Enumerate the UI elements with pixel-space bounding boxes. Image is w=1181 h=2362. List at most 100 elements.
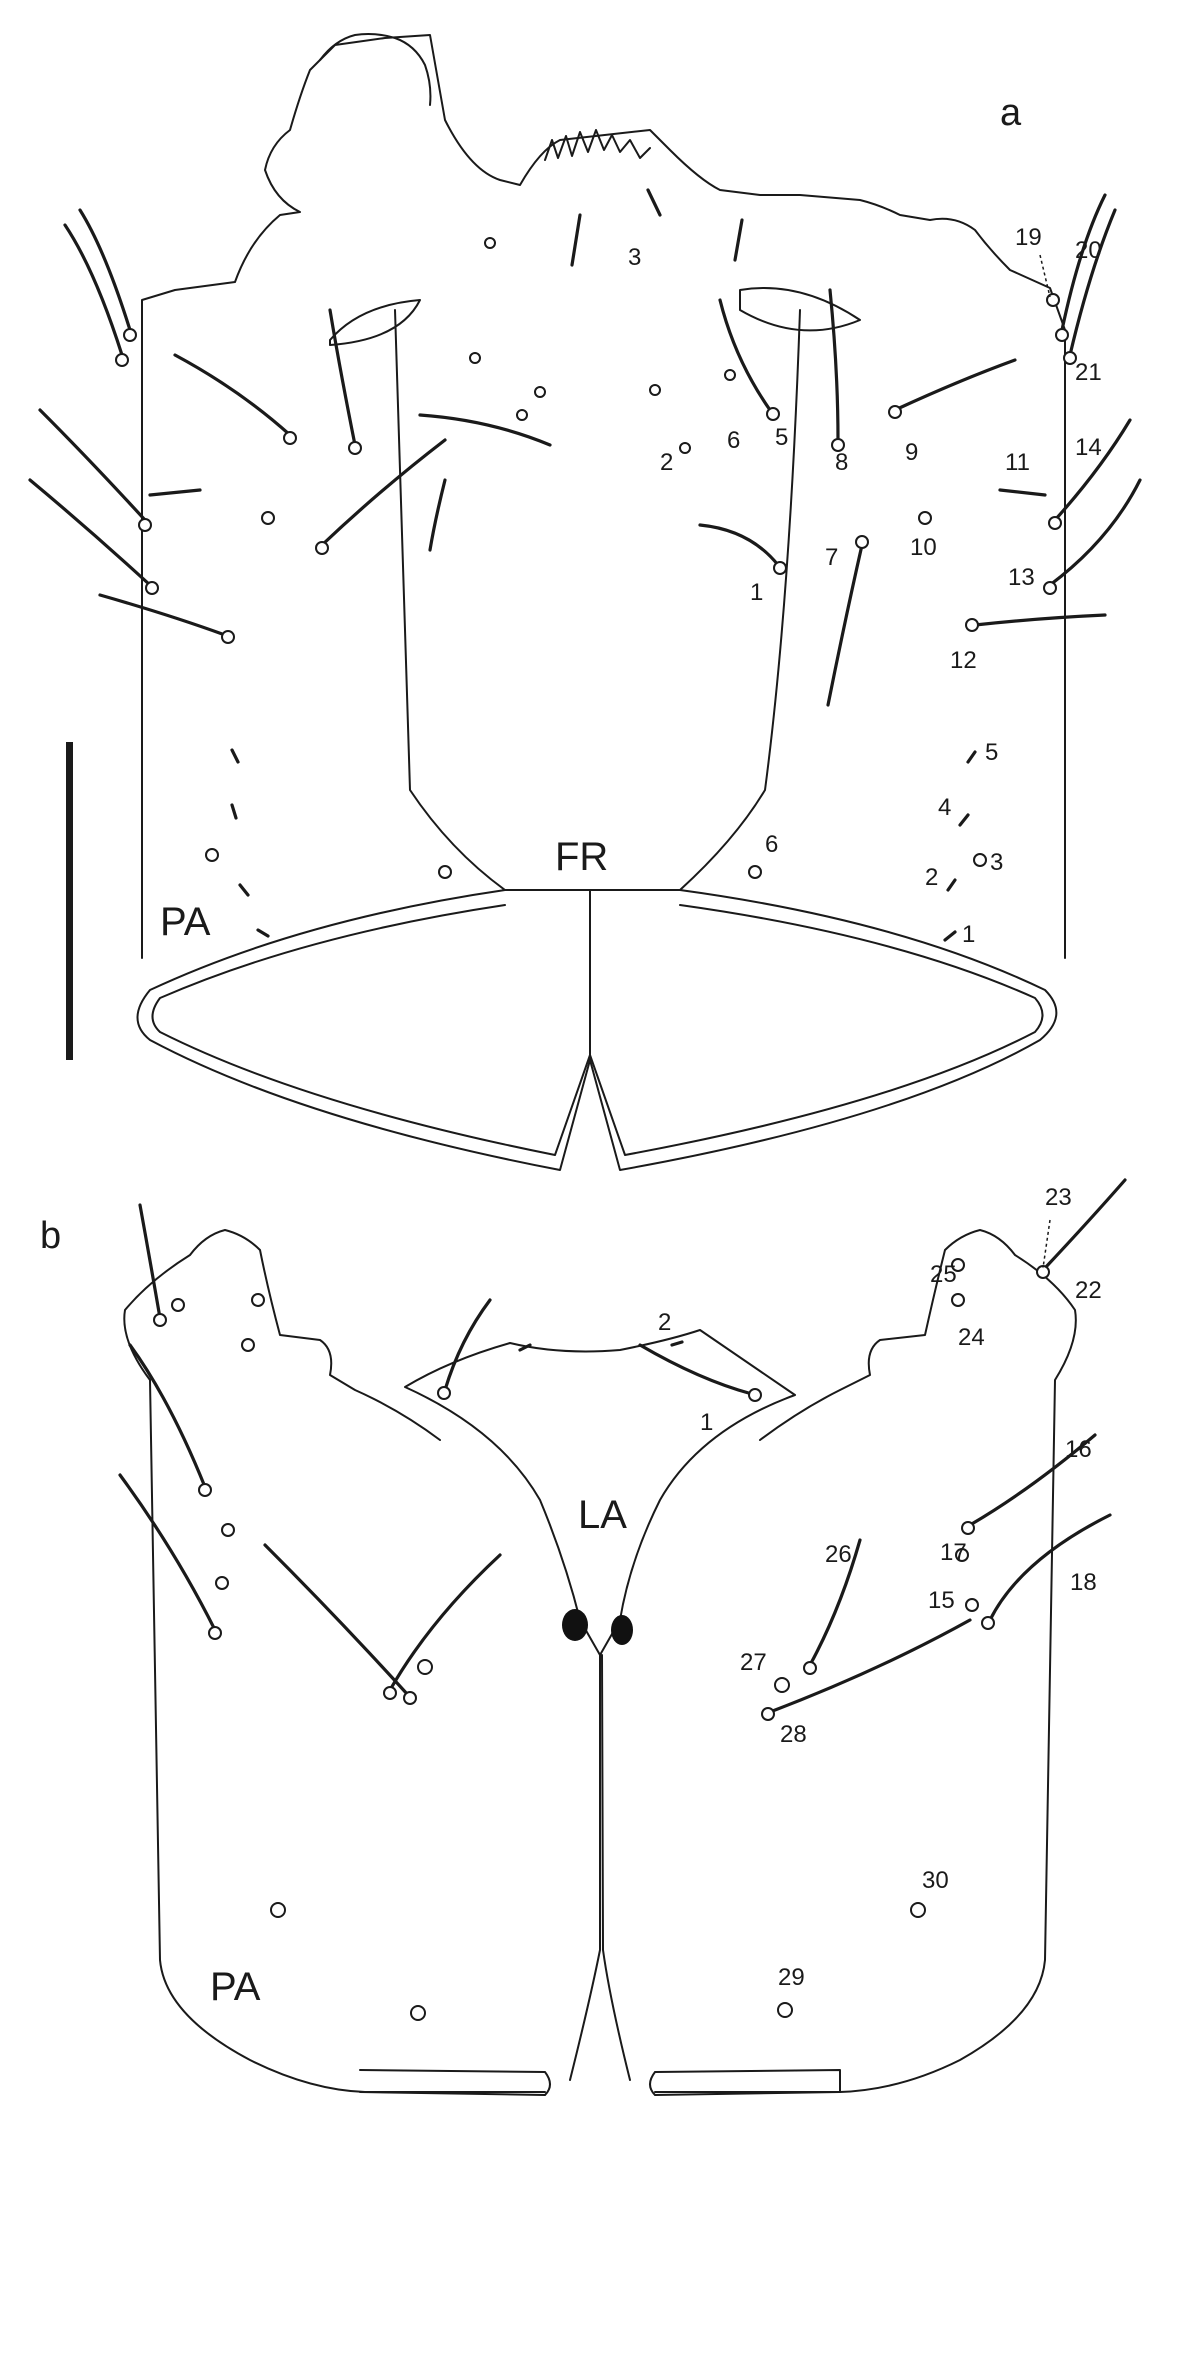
pore (261, 511, 275, 525)
pore (171, 1298, 185, 1312)
seta-long (988, 1513, 1112, 1622)
seta-label: 22 (1075, 1277, 1102, 1304)
seta-long (128, 1343, 207, 1489)
seta-label: 19 (1015, 224, 1042, 251)
seta-short (998, 488, 1047, 497)
seta-socket (981, 1616, 995, 1630)
seta-socket (221, 630, 235, 644)
head-outline-a (141, 34, 1066, 959)
seta-socket (383, 1686, 397, 1700)
labium-outline (404, 1329, 796, 1656)
seta-long (698, 523, 780, 567)
seta-label: 17 (940, 1539, 967, 1566)
seta-label: 12 (950, 647, 977, 674)
seta-label: 21 (1075, 359, 1102, 386)
eye-left (329, 299, 421, 346)
pore (251, 1293, 265, 1307)
seta-long (638, 1343, 754, 1396)
seta-socket (315, 541, 329, 555)
pore (438, 865, 452, 879)
seta-label: 1 (750, 579, 763, 606)
pore (955, 1548, 969, 1562)
seta-socket (773, 561, 787, 575)
lateral-label: 6 (765, 831, 778, 858)
pore (1046, 293, 1060, 307)
seta-long (428, 478, 447, 552)
seta-hook (958, 813, 970, 827)
seta-socket (888, 405, 902, 419)
seta-label: 23 (1045, 1184, 1072, 1211)
pore (410, 2005, 426, 2021)
pore (748, 865, 762, 879)
pore (516, 409, 528, 421)
seta-hook (946, 878, 957, 892)
eye-right (739, 287, 861, 332)
seta-long (1043, 1178, 1127, 1270)
seta-long (173, 353, 292, 437)
seta-hook (230, 748, 240, 764)
pore (270, 1902, 286, 1918)
panel-b-label: b (40, 1215, 61, 1257)
pore (965, 1598, 979, 1612)
seta-label: 27 (740, 1649, 767, 1676)
seta-socket (855, 535, 869, 549)
seta-label: 20 (1075, 237, 1102, 264)
pore (534, 386, 546, 398)
seta-short (148, 488, 202, 497)
seta-label: 3 (628, 244, 641, 271)
seta-socket (208, 1626, 222, 1640)
gula-suture-right (601, 1654, 631, 2081)
lateral-label: 4 (938, 794, 951, 821)
seta-long (443, 1298, 492, 1392)
seta-long (968, 1433, 1097, 1527)
seta-socket (198, 1483, 212, 1497)
seta-socket (1063, 351, 1077, 365)
seta-socket (1036, 1265, 1050, 1279)
labium-label: 1 (700, 1409, 713, 1436)
seta-socket (965, 618, 979, 632)
seta-long (63, 223, 124, 357)
panel-a-label: a (1000, 92, 1022, 134)
lateral-label: 2 (925, 864, 938, 891)
seta-label: 7 (825, 544, 838, 571)
lateral-label: 1 (962, 921, 975, 948)
pore (241, 1338, 255, 1352)
pore (679, 442, 691, 454)
seta-socket (1055, 328, 1069, 342)
seta-label: 26 (825, 1541, 852, 1568)
region-label-parietal: PA (160, 900, 211, 944)
stemma-left (562, 1609, 588, 1641)
seta-long (1060, 193, 1107, 332)
seta-long (78, 208, 132, 332)
stemma-right (611, 1615, 633, 1645)
seta-label: 9 (905, 439, 918, 466)
seta-hook (256, 928, 270, 938)
seta-long (328, 308, 357, 447)
panel-b: b (40, 1178, 1127, 2096)
seta-hook (966, 750, 977, 764)
seta-label: 28 (780, 1721, 807, 1748)
lateral-label: 3 (990, 849, 1003, 876)
mandible-teeth (319, 33, 432, 106)
pore (221, 1523, 235, 1537)
seta-label: 16 (1065, 1436, 1092, 1463)
seta-socket (153, 1313, 167, 1327)
pore (777, 2002, 793, 2018)
seta-mid (570, 213, 582, 267)
seta-socket (1043, 581, 1057, 595)
seta-socket (348, 441, 362, 455)
seta-socket (138, 518, 152, 532)
pore (484, 237, 496, 249)
seta-label: 30 (922, 1867, 949, 1894)
seta-label: 24 (958, 1324, 985, 1351)
pore (951, 1258, 965, 1272)
seta-socket (1048, 516, 1062, 530)
region-label-frons: FR (555, 835, 608, 879)
seta-socket (748, 1388, 762, 1402)
basal-bar-left (359, 2069, 551, 2096)
pore (469, 352, 481, 364)
seta-long (320, 438, 447, 547)
seta-long (138, 1203, 162, 1320)
pore (973, 853, 987, 867)
